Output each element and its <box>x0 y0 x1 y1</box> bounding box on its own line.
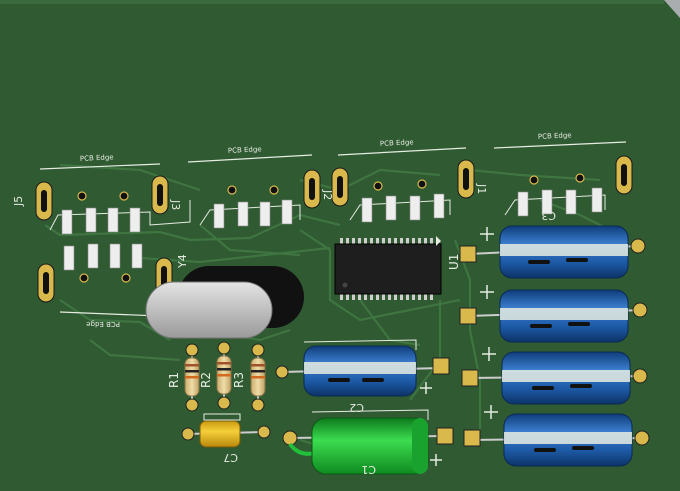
contact-pads <box>61 187 603 271</box>
connector-label-j1: J1 <box>475 183 488 194</box>
capacitor-right-3 <box>461 347 648 405</box>
polarity-markers <box>420 382 442 466</box>
pcb-edge-label-4: PCB Edge <box>538 131 572 141</box>
connector-label-j3: J3 <box>169 199 182 210</box>
capacitor-label-c7: C7 <box>223 451 238 464</box>
pcb-edge-label-5: PCB Edge <box>86 320 120 328</box>
connector-label-j2: J2 <box>321 189 334 200</box>
resistor-r3 <box>250 343 266 412</box>
capacitor-c1 <box>282 409 454 475</box>
resistor-label-r1: R1 <box>167 372 181 388</box>
crystal-y4 <box>145 266 304 339</box>
resistor-label-r2: R2 <box>199 372 213 388</box>
capacitor-right-4 <box>463 405 650 467</box>
connector-outlines <box>49 194 606 231</box>
ic-label-u1: U1 <box>447 254 461 270</box>
connector-label-j5: J5 <box>12 196 25 207</box>
capacitor-label-c1: C1 <box>361 463 376 476</box>
capacitor-c2 <box>275 339 450 397</box>
capacitor-right-2 <box>459 285 648 343</box>
pcb-edge-markings <box>39 141 627 317</box>
resistor-r1 <box>184 343 200 412</box>
capacitor-label-c2: C2 <box>349 401 364 414</box>
capacitor-c7 <box>181 413 271 448</box>
crystal-label-y4: Y4 <box>176 254 189 269</box>
pcb-edge-label-2: PCB Edge <box>228 145 262 155</box>
capacitor-c3 <box>459 225 646 279</box>
connector-pads <box>35 155 633 303</box>
resistor-label-r3: R3 <box>232 372 246 388</box>
capacitor-label-c3: C3 <box>541 209 556 222</box>
via-holes <box>77 173 585 283</box>
pcb-edge-label-3: PCB Edge <box>380 138 414 148</box>
ic-u1 <box>334 236 442 300</box>
resistor-r2 <box>216 341 232 410</box>
pcb-edge-label-1: PCB Edge <box>80 153 114 163</box>
